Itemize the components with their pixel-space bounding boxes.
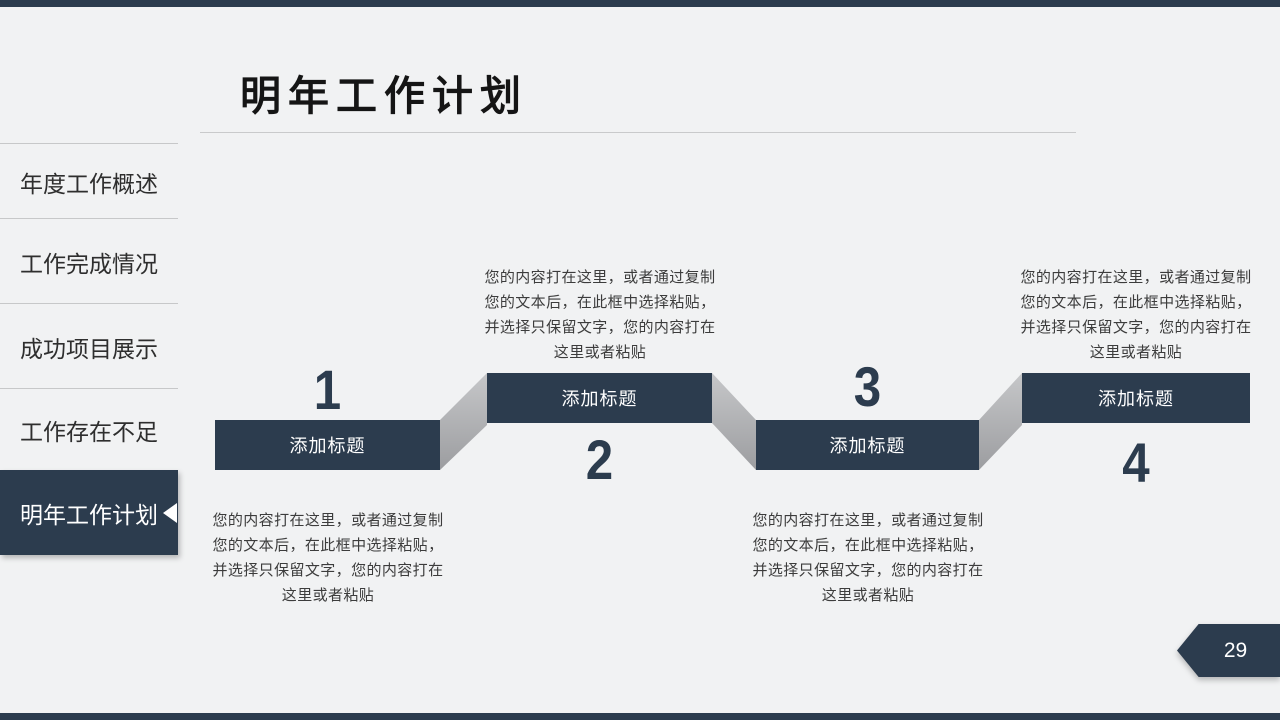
sidebar-item-work-completion[interactable]: 工作完成情况 [0,218,178,304]
sidebar-item-successful-projects[interactable]: 成功项目展示 [0,303,178,389]
sidebar-item-label: 工作完成情况 [20,250,158,277]
step-2-title-box: 添加标题 [487,373,712,423]
step-4-title-box: 添加标题 [1022,373,1250,423]
bottom-accent-bar [0,713,1280,720]
sidebar-item-label: 明年工作计划 [20,501,158,528]
ribbon-connector-3-4 [979,373,1022,470]
sidebar-item-work-shortcomings[interactable]: 工作存在不足 [0,388,178,471]
sidebar-item-next-year-plan[interactable]: 明年工作计划 [0,470,178,555]
ribbon-connector-1-2 [440,373,487,470]
sidebar-item-label: 年度工作概述 [20,170,158,197]
ribbon-connector-2-3 [712,373,756,470]
step-3-title-box: 添加标题 [756,420,979,470]
active-item-arrow-icon [163,502,177,523]
step-title-label: 添加标题 [1098,389,1174,409]
step-2-number: 2 [585,428,614,491]
step-4-number: 4 [1122,431,1150,494]
step-4-body-text: 您的内容打在这里，或者通过复制您的文本后，在此框中选择粘贴，并选择只保留文字，您… [1020,269,1252,361]
step-title-label: 添加标题 [561,389,638,409]
sidebar-item-label: 工作存在不足 [20,419,158,445]
step-1-title-box: 添加标题 [215,420,440,470]
step-title-label: 添加标题 [289,436,366,456]
step-1-body-text: 您的内容打在这里，或者通过复制您的文本后，在此框中选择粘贴，并选择只保留文字，您… [212,512,444,604]
step-2-body-text: 您的内容打在这里，或者通过复制您的文本后，在此框中选择粘贴，并选择只保留文字，您… [484,269,716,361]
slide-title: 明年工作计划 [240,73,528,119]
page-number-badge: 29 [1177,624,1280,677]
step-3-body-text: 您的内容打在这里，或者通过复制您的文本后，在此框中选择粘贴，并选择只保留文字，您… [752,512,984,604]
title-underline [200,132,1076,133]
step-1-number: 1 [313,358,342,421]
sidebar-item-label: 成功项目展示 [20,335,158,362]
sidebar-item-annual-overview[interactable]: 年度工作概述 [0,143,178,219]
step-3-number: 3 [853,355,882,418]
step-title-label: 添加标题 [829,436,906,456]
top-accent-bar [0,0,1280,7]
page-number-label: 29 [1223,638,1248,662]
